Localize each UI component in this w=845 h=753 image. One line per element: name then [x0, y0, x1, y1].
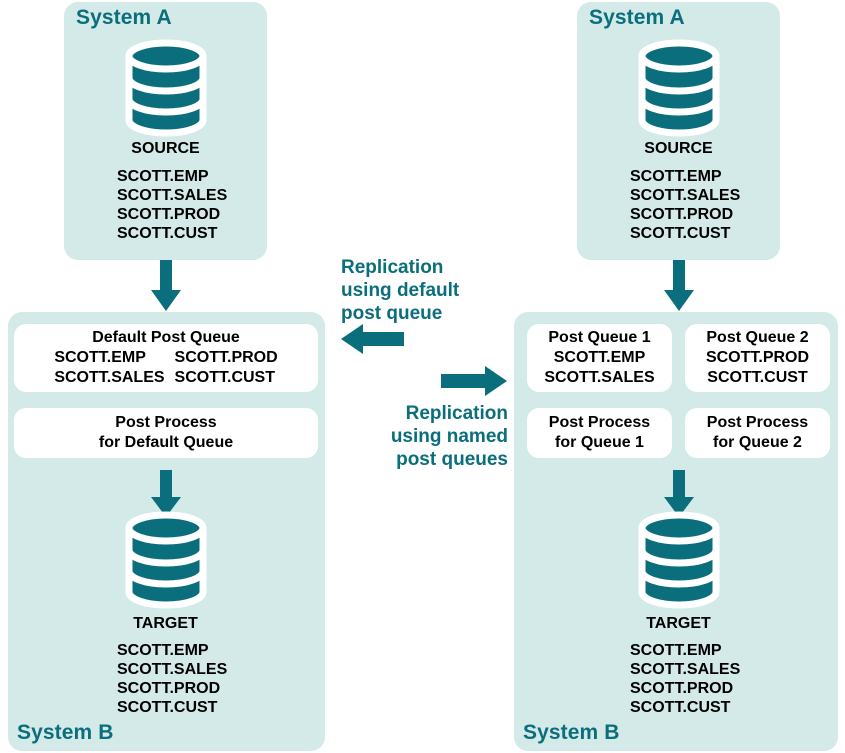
right-source-database-icon [636, 38, 722, 138]
table-name: SCOTT.CUST [630, 225, 731, 242]
table-name: SCOTT.EMP [54, 349, 146, 366]
table-name: SCOTT.PROD [117, 206, 221, 223]
table-name: SCOTT.PROD [630, 206, 734, 223]
table-name: SCOTT.EMP [630, 168, 722, 185]
right-process-to-target-arrow [663, 470, 695, 518]
right-target-label: TARGET [646, 615, 711, 632]
default-post-queue-tables: SCOTT.EMP SCOTT.PROD SCOTT.SALES SCOTT.C… [54, 348, 277, 388]
table-name: SCOTT.CUST [630, 699, 731, 716]
default-post-queue-header: Default Post Queue [92, 329, 240, 346]
table-name: SCOTT.CUST [174, 369, 275, 386]
default-post-process-box: Post Process for Default Queue [14, 408, 318, 458]
post-queue-2-header: Post Queue 2 [706, 329, 809, 346]
table-name: SCOTT.EMP [630, 642, 722, 659]
right-system-b-title: System B [523, 721, 620, 744]
table-name: SCOTT.SALES [54, 369, 165, 386]
replication-named-arrow-right [440, 364, 508, 398]
left-target-label: TARGET [133, 615, 198, 632]
right-source-table-list: SCOTT.EMP SCOTT.SALES SCOTT.PROD SCOTT.C… [630, 167, 740, 243]
post-process-line-2: for Default Queue [98, 434, 234, 451]
left-source-to-queue-arrow [150, 260, 182, 312]
table-name: SCOTT.PROD [174, 349, 278, 366]
left-process-to-target-arrow [150, 470, 182, 518]
table-name: SCOTT.CUST [707, 369, 808, 386]
post-queue-1-header: Post Queue 1 [548, 329, 651, 346]
table-name: SCOTT.SALES [630, 187, 741, 204]
post-process-line-1: Post Process [548, 414, 651, 431]
right-system-a-title: System A [589, 6, 685, 29]
table-name: SCOTT.EMP [117, 168, 209, 185]
post-process-line-1: Post Process [706, 414, 809, 431]
post-process-line-1: Post Process [115, 414, 217, 431]
left-target-database-icon [123, 510, 209, 610]
post-process-line-2: for Queue 2 [713, 434, 802, 451]
table-name: SCOTT.PROD [705, 349, 810, 366]
right-target-database-icon [636, 510, 722, 610]
table-name: SCOTT.EMP [117, 642, 209, 659]
post-process-queue-2-box: Post Process for Queue 2 [685, 408, 830, 458]
table-name: SCOTT.SALES [544, 369, 655, 386]
table-name: SCOTT.PROD [117, 680, 221, 697]
left-system-a-title: System A [76, 6, 172, 29]
table-name: SCOTT.SALES [117, 661, 228, 678]
post-queue-2-box: Post Queue 2 SCOTT.PROD SCOTT.CUST [685, 324, 830, 392]
left-source-database-icon [123, 38, 209, 138]
post-queue-1-box: Post Queue 1 SCOTT.EMP SCOTT.SALES [527, 324, 672, 392]
left-system-b-title: System B [17, 721, 114, 744]
table-name: SCOTT.SALES [117, 187, 228, 204]
replication-default-arrow-left [341, 322, 405, 356]
table-name: SCOTT.CUST [117, 699, 218, 716]
right-source-label: SOURCE [644, 140, 713, 157]
table-name: SCOTT.PROD [630, 680, 734, 697]
table-name: SCOTT.CUST [117, 225, 218, 242]
right-target-table-list: SCOTT.EMP SCOTT.SALES SCOTT.PROD SCOTT.C… [630, 641, 740, 717]
right-source-to-queue-arrow [663, 260, 695, 312]
left-source-table-list: SCOTT.EMP SCOTT.SALES SCOTT.PROD SCOTT.C… [117, 167, 227, 243]
post-process-queue-1-box: Post Process for Queue 1 [527, 408, 672, 458]
left-source-label: SOURCE [131, 140, 200, 157]
left-target-table-list: SCOTT.EMP SCOTT.SALES SCOTT.PROD SCOTT.C… [117, 641, 227, 717]
default-post-queue-box: Default Post Queue SCOTT.EMP SCOTT.PROD … [14, 324, 318, 392]
replication-default-caption: Replication using default post queue [341, 257, 460, 324]
replication-named-caption: Replication using named post queues [390, 403, 508, 470]
post-process-line-2: for Queue 1 [555, 434, 644, 451]
table-name: SCOTT.SALES [630, 661, 741, 678]
table-name: SCOTT.EMP [553, 349, 646, 366]
